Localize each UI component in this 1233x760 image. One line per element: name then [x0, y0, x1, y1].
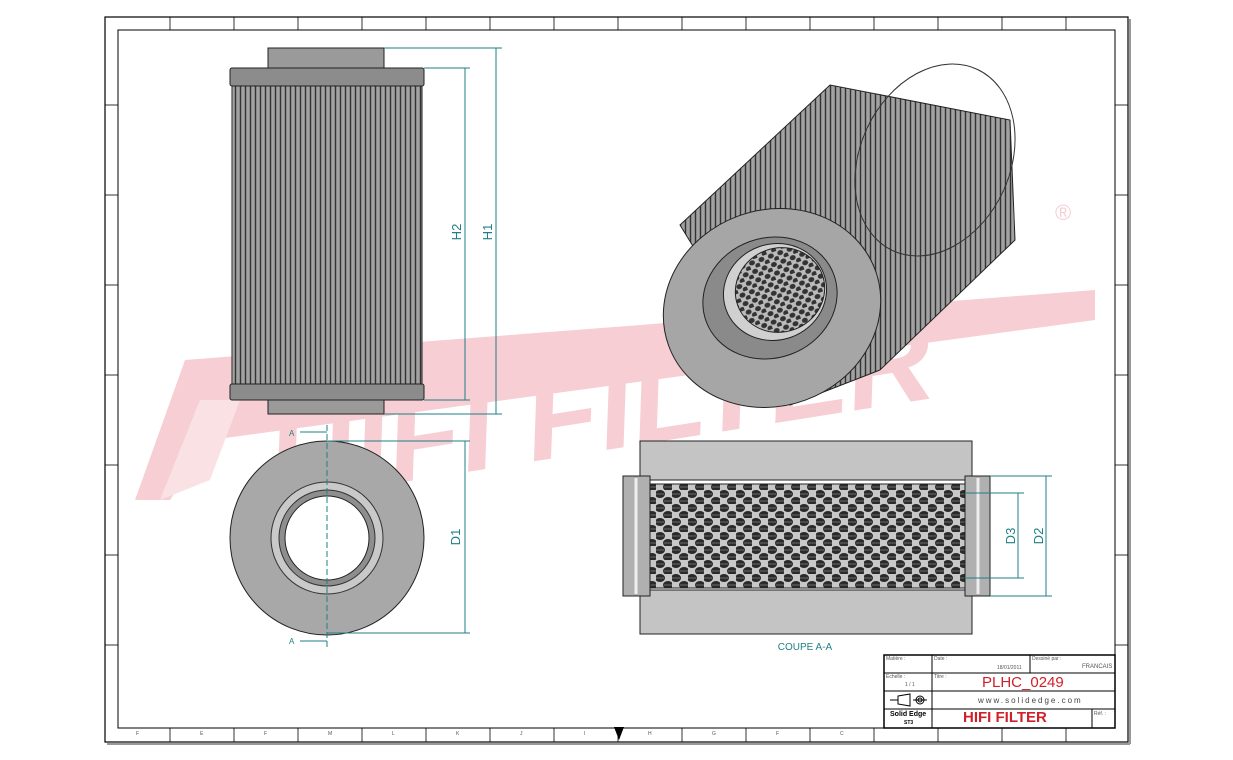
border-label: E [200, 731, 204, 737]
center-mark-icon [614, 727, 624, 740]
title-block [883, 654, 1116, 729]
border-label: I [584, 731, 586, 737]
section-marker-bottom: A [289, 637, 295, 646]
sheet-ref-label: Réf. : [1094, 711, 1106, 717]
part-number: PLHC_0249 [982, 674, 1064, 691]
section-dimensions [965, 475, 1052, 597]
date-label: Date : [934, 656, 948, 662]
section-marker-top: A [289, 429, 295, 438]
drawn-by-value: FRANCAIS [1082, 664, 1113, 670]
border-label: M [328, 731, 333, 737]
website: www.solidedge.com [978, 696, 1083, 705]
dimension-h1: H1 [480, 224, 495, 241]
dimension-d2: D2 [1031, 528, 1046, 545]
front-dimensions [384, 47, 502, 415]
tolerance-symbol-icon [890, 693, 927, 707]
section-view [622, 440, 991, 635]
scale-value: 1 / 1 [905, 682, 915, 688]
dimension-d1: D1 [448, 529, 463, 546]
title-label: Titre : [934, 674, 947, 680]
border-label: G [712, 731, 716, 737]
dimension-h2: H2 [449, 224, 464, 241]
border-label: C [840, 731, 844, 737]
border-label: L [392, 731, 395, 737]
isometric-view [662, 63, 1016, 408]
registered-mark: ® [1055, 200, 1071, 225]
software-name: Solid Edge [890, 711, 927, 718]
dimension-d3: D3 [1003, 528, 1018, 545]
border-label: J [520, 731, 523, 737]
border-label: F [136, 731, 140, 737]
company-name: HIFI FILTER [963, 709, 1047, 726]
border-label: F [264, 731, 268, 737]
border-label: H [648, 731, 652, 737]
software-version: ST3 [904, 720, 914, 726]
scale-label: Echelle : [886, 674, 906, 680]
material-label: Matière : [886, 656, 906, 662]
border-label: K [456, 731, 460, 737]
front-view [229, 47, 425, 415]
border-label: F [776, 731, 780, 737]
section-caption: COUPE A-A [778, 642, 833, 653]
date-value: 18/01/2011 [997, 665, 1022, 671]
border-ticks [105, 17, 1128, 742]
drawn-by-label: Dessiné par : [1032, 656, 1062, 662]
end-view [229, 425, 470, 648]
